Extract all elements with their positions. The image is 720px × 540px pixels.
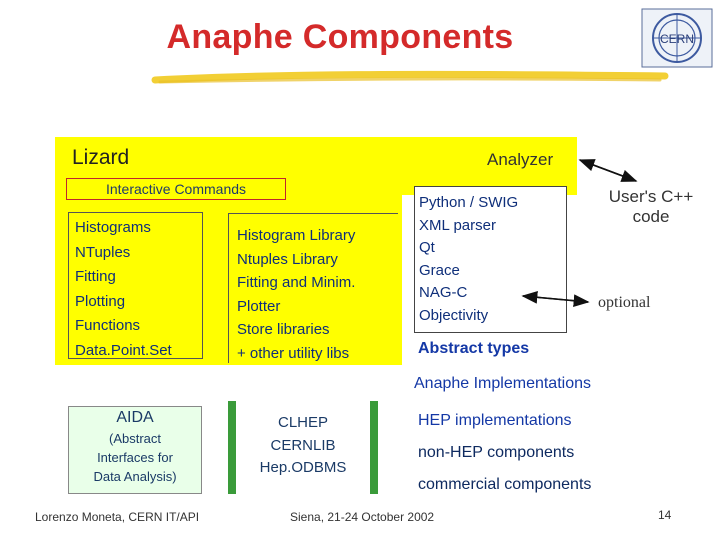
- list-item: Fitting: [75, 268, 116, 285]
- list-item: Functions: [75, 317, 141, 334]
- analyzer-label: Analyzer: [487, 150, 554, 169]
- users-code-line: User's C++: [608, 187, 694, 206]
- list-item: Store libraries: [237, 321, 330, 338]
- list-item: Plotter: [237, 297, 281, 315]
- footer-event: Siena, 21-24 October 2002: [290, 510, 435, 524]
- list-item: Ntuples Library: [237, 250, 338, 268]
- list-item: NAG-C: [419, 284, 468, 301]
- page-number: 14: [658, 508, 672, 522]
- list-item: XML parser: [419, 216, 496, 234]
- list-item: NTuples: [75, 243, 131, 261]
- footer-author: Lorenzo Moneta, CERN IT/API: [35, 510, 200, 524]
- cern-logo-icon: CERN: [641, 8, 713, 68]
- anaphe-implementations-label: Anaphe Implementations: [414, 375, 591, 392]
- optional-label: optional: [598, 294, 651, 311]
- aida-subtitle-line: Interfaces for: [97, 450, 173, 465]
- list-item: Plotting: [75, 292, 126, 310]
- highlighter-stroke: [151, 70, 669, 84]
- list-item: Histogram Library: [237, 227, 356, 244]
- list-item: Hep.ODBMS: [259, 459, 347, 476]
- users-code-label: User's C++ code: [596, 187, 706, 227]
- aida-subtitle-line: (Abstract: [108, 431, 161, 446]
- aida-subtitle-line: Data Analysis): [93, 469, 177, 484]
- svg-text:CERN: CERN: [660, 32, 694, 46]
- list-item: CERNLIB: [270, 436, 336, 454]
- lizard-label: Lizard: [72, 146, 130, 169]
- libraries-box: Histogram Library Ntuples Library Fittin…: [228, 213, 398, 363]
- list-item: CLHEP: [277, 414, 329, 431]
- list-item: Histograms: [75, 219, 151, 236]
- interactive-commands-box: Interactive Commands: [66, 178, 286, 200]
- slide-title: Anaphe Components: [166, 18, 514, 56]
- aida-title: AIDA: [116, 409, 154, 426]
- legend-non-hep-components: non-HEP components: [418, 444, 575, 461]
- hep-libraries-box: CLHEP CERNLIB Hep.ODBMS: [228, 401, 378, 494]
- python-swig-box: Python / SWIG XML parser Qt Grace NAG-C …: [414, 186, 567, 333]
- list-item: Objectivity: [419, 306, 489, 324]
- list-item: + other utility libs: [237, 344, 350, 362]
- lizard-features-box: Histograms NTuples Fitting Plotting Func…: [68, 212, 203, 359]
- list-item: Fitting and Minim.: [237, 274, 356, 291]
- arrow-analyzer-users-code: [578, 159, 638, 182]
- list-item: Data.Point.Set: [75, 341, 172, 359]
- list-item: Grace: [419, 261, 460, 279]
- list-item: Qt: [419, 239, 435, 256]
- legend-commercial-components: commercial components: [418, 476, 592, 493]
- abstract-types-label: Abstract types: [418, 340, 530, 357]
- legend-hep-implementations: HEP implementations: [418, 412, 572, 429]
- list-item: Python / SWIG: [419, 194, 519, 211]
- users-code-line: code: [632, 207, 670, 226]
- aida-box: AIDA (Abstract Interfaces for Data Analy…: [68, 406, 202, 494]
